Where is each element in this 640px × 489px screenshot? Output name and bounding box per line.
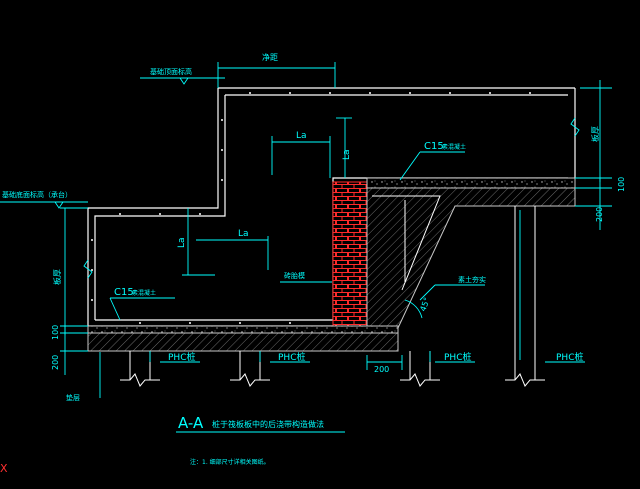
left-level-label: 基础底面标高（承台） [2, 190, 72, 199]
top-level-label: 基础顶面标高 [150, 67, 192, 76]
phc-label-3: PHC桩 [444, 351, 471, 363]
brick-wall [332, 181, 368, 329]
la-upper-vertical-dim: La [342, 149, 352, 160]
brick-wall-label: 砖胎模 [284, 271, 305, 280]
corner-mark: X [0, 462, 8, 475]
cushion-label: 垫层 [66, 393, 80, 402]
right-200-dim: 200 [595, 207, 604, 222]
left-height-dim: 板厚 [52, 269, 62, 285]
top-width-dim: 净距 [262, 52, 278, 62]
phc-label-2: PHC桩 [278, 351, 305, 363]
section-mark: A-A [178, 414, 204, 432]
c15-left-label: C15 [114, 287, 134, 298]
c15-left-suffix: 素混凝土 [132, 289, 156, 297]
phc-label-4: PHC桩 [556, 351, 583, 363]
phc-label-1: PHC桩 [168, 351, 195, 363]
right-height-dim: 板厚 [590, 126, 600, 142]
la-lower-vertical-dim: La [177, 237, 187, 248]
right-100-dim: 100 [617, 177, 626, 192]
break-marks [83, 117, 580, 279]
c15-right-label: C15 [424, 141, 444, 152]
la-upper-dim: La [296, 131, 307, 141]
bottom-200-dim: 200 [374, 365, 389, 374]
fill-label: 素土夯实 [458, 275, 486, 284]
structure-outline [87, 87, 576, 327]
note-text: 注：1. 细部尺寸详相关图纸。 [190, 458, 270, 466]
dimension-lines [0, 62, 612, 433]
base-100-left-dim: 100 [51, 325, 60, 340]
angle-dim: 45° [418, 296, 431, 312]
la-lower-dim: La [238, 229, 249, 239]
piles [120, 206, 545, 387]
section-title: 桩于筏板板中的后浇带构造做法 [212, 419, 324, 429]
base-200-left-dim: 200 [51, 355, 60, 370]
c15-right-suffix: 素混凝土 [442, 143, 466, 151]
cushion-layers [87, 177, 576, 352]
